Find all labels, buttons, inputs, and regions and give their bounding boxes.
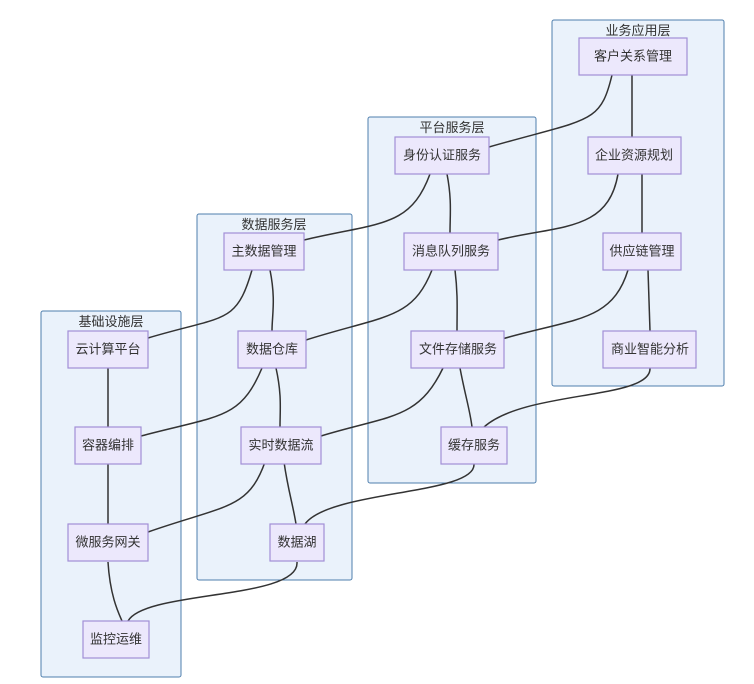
node-scm: 供应链管理 <box>602 232 682 271</box>
node-fs: 文件存储服务 <box>410 330 505 369</box>
edge-stream-gateway <box>147 461 266 533</box>
group-title-business: 业务应用层 <box>605 23 670 39</box>
node-label-dw: 数据仓库 <box>246 342 298 358</box>
edge-gateway-ops <box>107 561 123 622</box>
edge-cache-lake <box>304 463 475 525</box>
group-infra-layer: 基础设施层 <box>40 310 182 678</box>
node-label-k8s: 容器编排 <box>82 438 134 454</box>
edge-crm-iam <box>488 74 613 148</box>
node-stream: 实时数据流 <box>240 426 322 465</box>
edge-iam-mdm <box>303 173 431 241</box>
group-title-data: 数据服务层 <box>241 217 306 233</box>
node-mdm: 主数据管理 <box>223 232 305 271</box>
node-ops: 监控运维 <box>82 620 150 659</box>
node-label-scm: 供应链管理 <box>609 244 674 260</box>
node-label-mq: 消息队列服务 <box>412 244 490 260</box>
node-label-lake: 数据湖 <box>277 536 316 551</box>
edge-scm-bi <box>647 269 651 332</box>
edge-dw-k8s <box>140 367 263 437</box>
edge-stream-lake <box>283 461 297 525</box>
node-label-cache: 缓存服务 <box>448 438 500 454</box>
node-label-erp: 企业资源规划 <box>595 148 673 164</box>
group-title-infra: 基础设施层 <box>78 315 143 330</box>
node-erp: 企业资源规划 <box>587 136 682 175</box>
edge-scm-fs <box>501 269 629 340</box>
node-bi: 商业智能分析 <box>602 330 697 369</box>
node-label-ops: 监控运维 <box>90 633 142 648</box>
node-crm: 客户关系管理 <box>578 37 688 76</box>
node-iam: 身份认证服务 <box>394 136 490 175</box>
edges <box>107 74 651 622</box>
node-k8s: 容器编排 <box>74 426 142 465</box>
edge-fs-cache <box>459 367 473 428</box>
group-title-platform: 平台服务层 <box>419 120 484 136</box>
node-cloud: 云计算平台 <box>67 330 149 369</box>
node-label-crm: 客户关系管理 <box>594 49 672 65</box>
edge-lake-ops <box>127 561 298 622</box>
node-label-gateway: 微服务网关 <box>75 535 140 551</box>
node-cache: 缓存服务 <box>440 426 508 465</box>
node-label-mdm: 主数据管理 <box>231 245 296 260</box>
node-label-iam: 身份认证服务 <box>403 148 481 164</box>
edge-iam-mq <box>446 173 452 234</box>
edge-mq-fs <box>454 269 458 332</box>
node-gateway: 微服务网关 <box>67 523 149 562</box>
edge-mdm-cloud <box>147 269 253 339</box>
edge-dw-stream <box>275 367 282 428</box>
edge-mq-dw <box>305 269 433 341</box>
node-label-cloud: 云计算平台 <box>75 343 140 358</box>
node-label-bi: 商业智能分析 <box>611 343 689 358</box>
node-label-stream: 实时数据流 <box>248 439 313 454</box>
node-dw: 数据仓库 <box>237 330 307 369</box>
edge-mdm-dw <box>269 269 275 332</box>
node-lake: 数据湖 <box>269 523 325 562</box>
edge-bi-cache <box>483 367 651 428</box>
edge-fs-stream <box>320 367 444 437</box>
node-mq: 消息队列服务 <box>403 232 499 271</box>
node-label-fs: 文件存储服务 <box>419 342 497 358</box>
edge-erp-mq <box>497 173 619 241</box>
group-platform-layer: 平台服务层 <box>367 116 537 484</box>
